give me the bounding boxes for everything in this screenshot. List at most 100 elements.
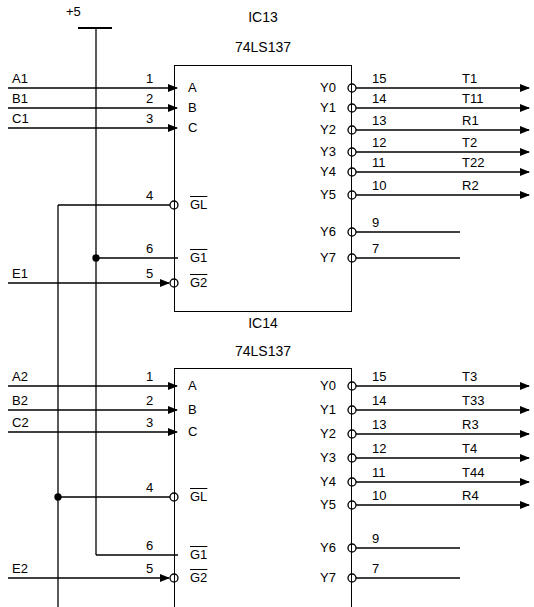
input-wire: [8, 107, 177, 108]
pin-number: 6: [146, 538, 153, 554]
pin-number: 10: [372, 178, 386, 194]
signal-name: C2: [12, 415, 29, 431]
part-number: 74LS137: [174, 38, 352, 56]
pin-number: 3: [146, 111, 153, 127]
pin-number: 2: [146, 91, 153, 107]
inversion-bubble: [348, 191, 356, 199]
inversion-bubble: [348, 228, 356, 236]
pin-number: 7: [372, 241, 379, 257]
inversion-bubble: [348, 406, 356, 414]
output-wire: [356, 547, 460, 548]
pin-name: C: [188, 120, 197, 136]
pin-name: B: [188, 402, 197, 418]
input-wire: [8, 87, 177, 88]
pin-number: 4: [146, 480, 153, 496]
junction-dot: [93, 255, 99, 261]
pin-number: 12: [372, 135, 386, 151]
pin-name: Y5: [320, 187, 336, 203]
output-wire: [356, 504, 529, 505]
pin-name: GL: [190, 197, 207, 213]
gl-wire: [57, 205, 58, 607]
inversion-bubble: [348, 104, 356, 112]
pin-number: 2: [146, 393, 153, 409]
signal-name: T22: [462, 155, 484, 171]
input-wire: [8, 385, 177, 386]
pin-name: Y4: [320, 164, 336, 180]
inversion-bubble: [348, 574, 356, 582]
output-wire: [356, 577, 460, 578]
junction-dot: [55, 494, 61, 500]
input-wire: [8, 431, 177, 432]
signal-name: E2: [12, 561, 28, 577]
inversion-bubble: [348, 382, 356, 390]
pin-name: A: [188, 378, 197, 394]
inversion-bubble: [348, 430, 356, 438]
signal-name: A1: [12, 71, 28, 87]
pin-name: Y7: [320, 570, 336, 586]
pin-number: 13: [372, 417, 386, 433]
pin-number: 5: [146, 561, 153, 577]
pin-name: Y5: [320, 497, 336, 513]
pin-number: 15: [372, 71, 386, 87]
pin-name: Y3: [320, 450, 336, 466]
pin-number: 1: [146, 369, 153, 385]
inversion-bubble: [348, 544, 356, 552]
pin-number: 12: [372, 441, 386, 457]
pin-name: Y1: [320, 100, 336, 116]
input-wire: [8, 577, 169, 578]
pin-name: Y6: [320, 540, 336, 556]
inversion-bubble: [348, 501, 356, 509]
gl-wire: [58, 496, 170, 497]
output-wires: [348, 382, 529, 582]
signal-name: R4: [462, 488, 479, 504]
pin-number: 14: [372, 393, 386, 409]
pin-name: G1: [190, 250, 207, 266]
ic-designator: IC14: [174, 314, 352, 332]
input-wire: [8, 127, 177, 128]
supply-label: +5: [66, 4, 81, 20]
inversion-bubble: [348, 454, 356, 462]
inversion-bubble: [348, 478, 356, 486]
pin-name: Y7: [320, 250, 336, 266]
output-wire: [356, 409, 529, 410]
pin-name: Y2: [320, 426, 336, 442]
pin-name: Y6: [320, 224, 336, 240]
pin-name: Y0: [320, 378, 336, 394]
ic-chip: IC13 74LS137: [174, 8, 352, 318]
inversion-bubble: [348, 168, 356, 176]
output-wire: [356, 151, 529, 152]
signal-name: T33: [462, 393, 484, 409]
pin-name: G2: [190, 570, 207, 586]
output-wire: [356, 433, 529, 434]
pin-number: 11: [372, 155, 386, 171]
output-wire: [356, 457, 529, 458]
pin-name: C: [188, 424, 197, 440]
supply-bar: [78, 27, 112, 29]
output-wire: [356, 385, 529, 386]
pin-number: 11: [372, 465, 386, 481]
pin-name: G2: [190, 275, 207, 291]
pin-name: GL: [190, 489, 207, 505]
output-wires: [348, 84, 529, 262]
pin-number: 10: [372, 488, 386, 504]
signal-name: R1: [462, 113, 479, 129]
inversion-bubble: [348, 126, 356, 134]
signal-name: T1: [462, 71, 477, 87]
pin-name: B: [188, 100, 197, 116]
signal-name: B1: [12, 91, 28, 107]
pin-name: Y0: [320, 80, 336, 96]
pin-name: Y3: [320, 144, 336, 160]
ic-designator: IC13: [174, 8, 352, 26]
pin-number: 1: [146, 71, 153, 87]
signal-name: T2: [462, 135, 477, 151]
pin-number: 9: [372, 215, 379, 231]
signal-name: R2: [462, 178, 479, 194]
pin-name: A: [188, 80, 197, 96]
pin-number: 9: [372, 531, 379, 547]
input-wire: [8, 409, 177, 410]
pin-number: 13: [372, 113, 386, 129]
supply-wire: [95, 28, 96, 555]
output-wire: [356, 129, 529, 130]
